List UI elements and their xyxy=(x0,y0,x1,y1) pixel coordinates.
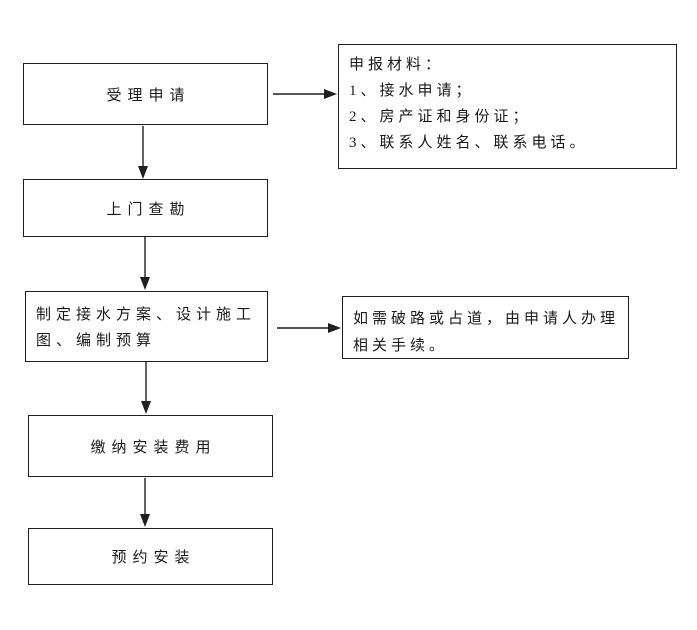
arrow-step3-to-road-note xyxy=(277,323,341,333)
flow-step-label: 受理申请 xyxy=(106,87,191,104)
note-line: 2、房产证和身份证； xyxy=(349,109,532,125)
note-line: 1、接水申请； xyxy=(349,83,475,99)
flow-step-label: 预约安装 xyxy=(111,550,196,566)
flow-step-plan-design-budget: 制定接水方案、设计施工 图、编制预算 xyxy=(25,291,268,362)
flow-step-label: 上门查勘 xyxy=(106,201,191,218)
arrow-step1-to-step2 xyxy=(138,126,148,179)
note-line: 如需破路或占道，由申请人办理 xyxy=(353,311,620,327)
flow-step-label-line: 图、编制预算 xyxy=(36,333,157,349)
note-application-materials: 申报材料： 1、接水申请； 2、房产证和身份证； 3、联系人姓名、联系电话。 xyxy=(338,44,677,169)
flow-step-label-line: 制定接水方案、设计施工 xyxy=(36,307,257,323)
arrow-step3-to-step4 xyxy=(141,362,151,414)
note-line: 申报材料： xyxy=(349,57,445,73)
arrow-step4-to-step5 xyxy=(140,478,150,527)
arrow-step2-to-step3 xyxy=(140,237,150,290)
flow-step-accept-application: 受理申请 xyxy=(23,63,268,125)
arrow-step1-to-materials-note xyxy=(273,89,337,99)
note-line: 3、联系人姓名、联系电话。 xyxy=(349,135,589,151)
flow-step-site-survey: 上门查勘 xyxy=(23,179,268,237)
flow-step-label: 缴纳安装费用 xyxy=(90,439,217,456)
note-line: 相关手续。 xyxy=(353,338,449,354)
flow-step-pay-installation-fee: 缴纳安装费用 xyxy=(28,415,273,477)
note-road-permit: 如需破路或占道，由申请人办理 相关手续。 xyxy=(342,296,629,359)
flow-step-schedule-installation: 预约安装 xyxy=(28,528,273,585)
